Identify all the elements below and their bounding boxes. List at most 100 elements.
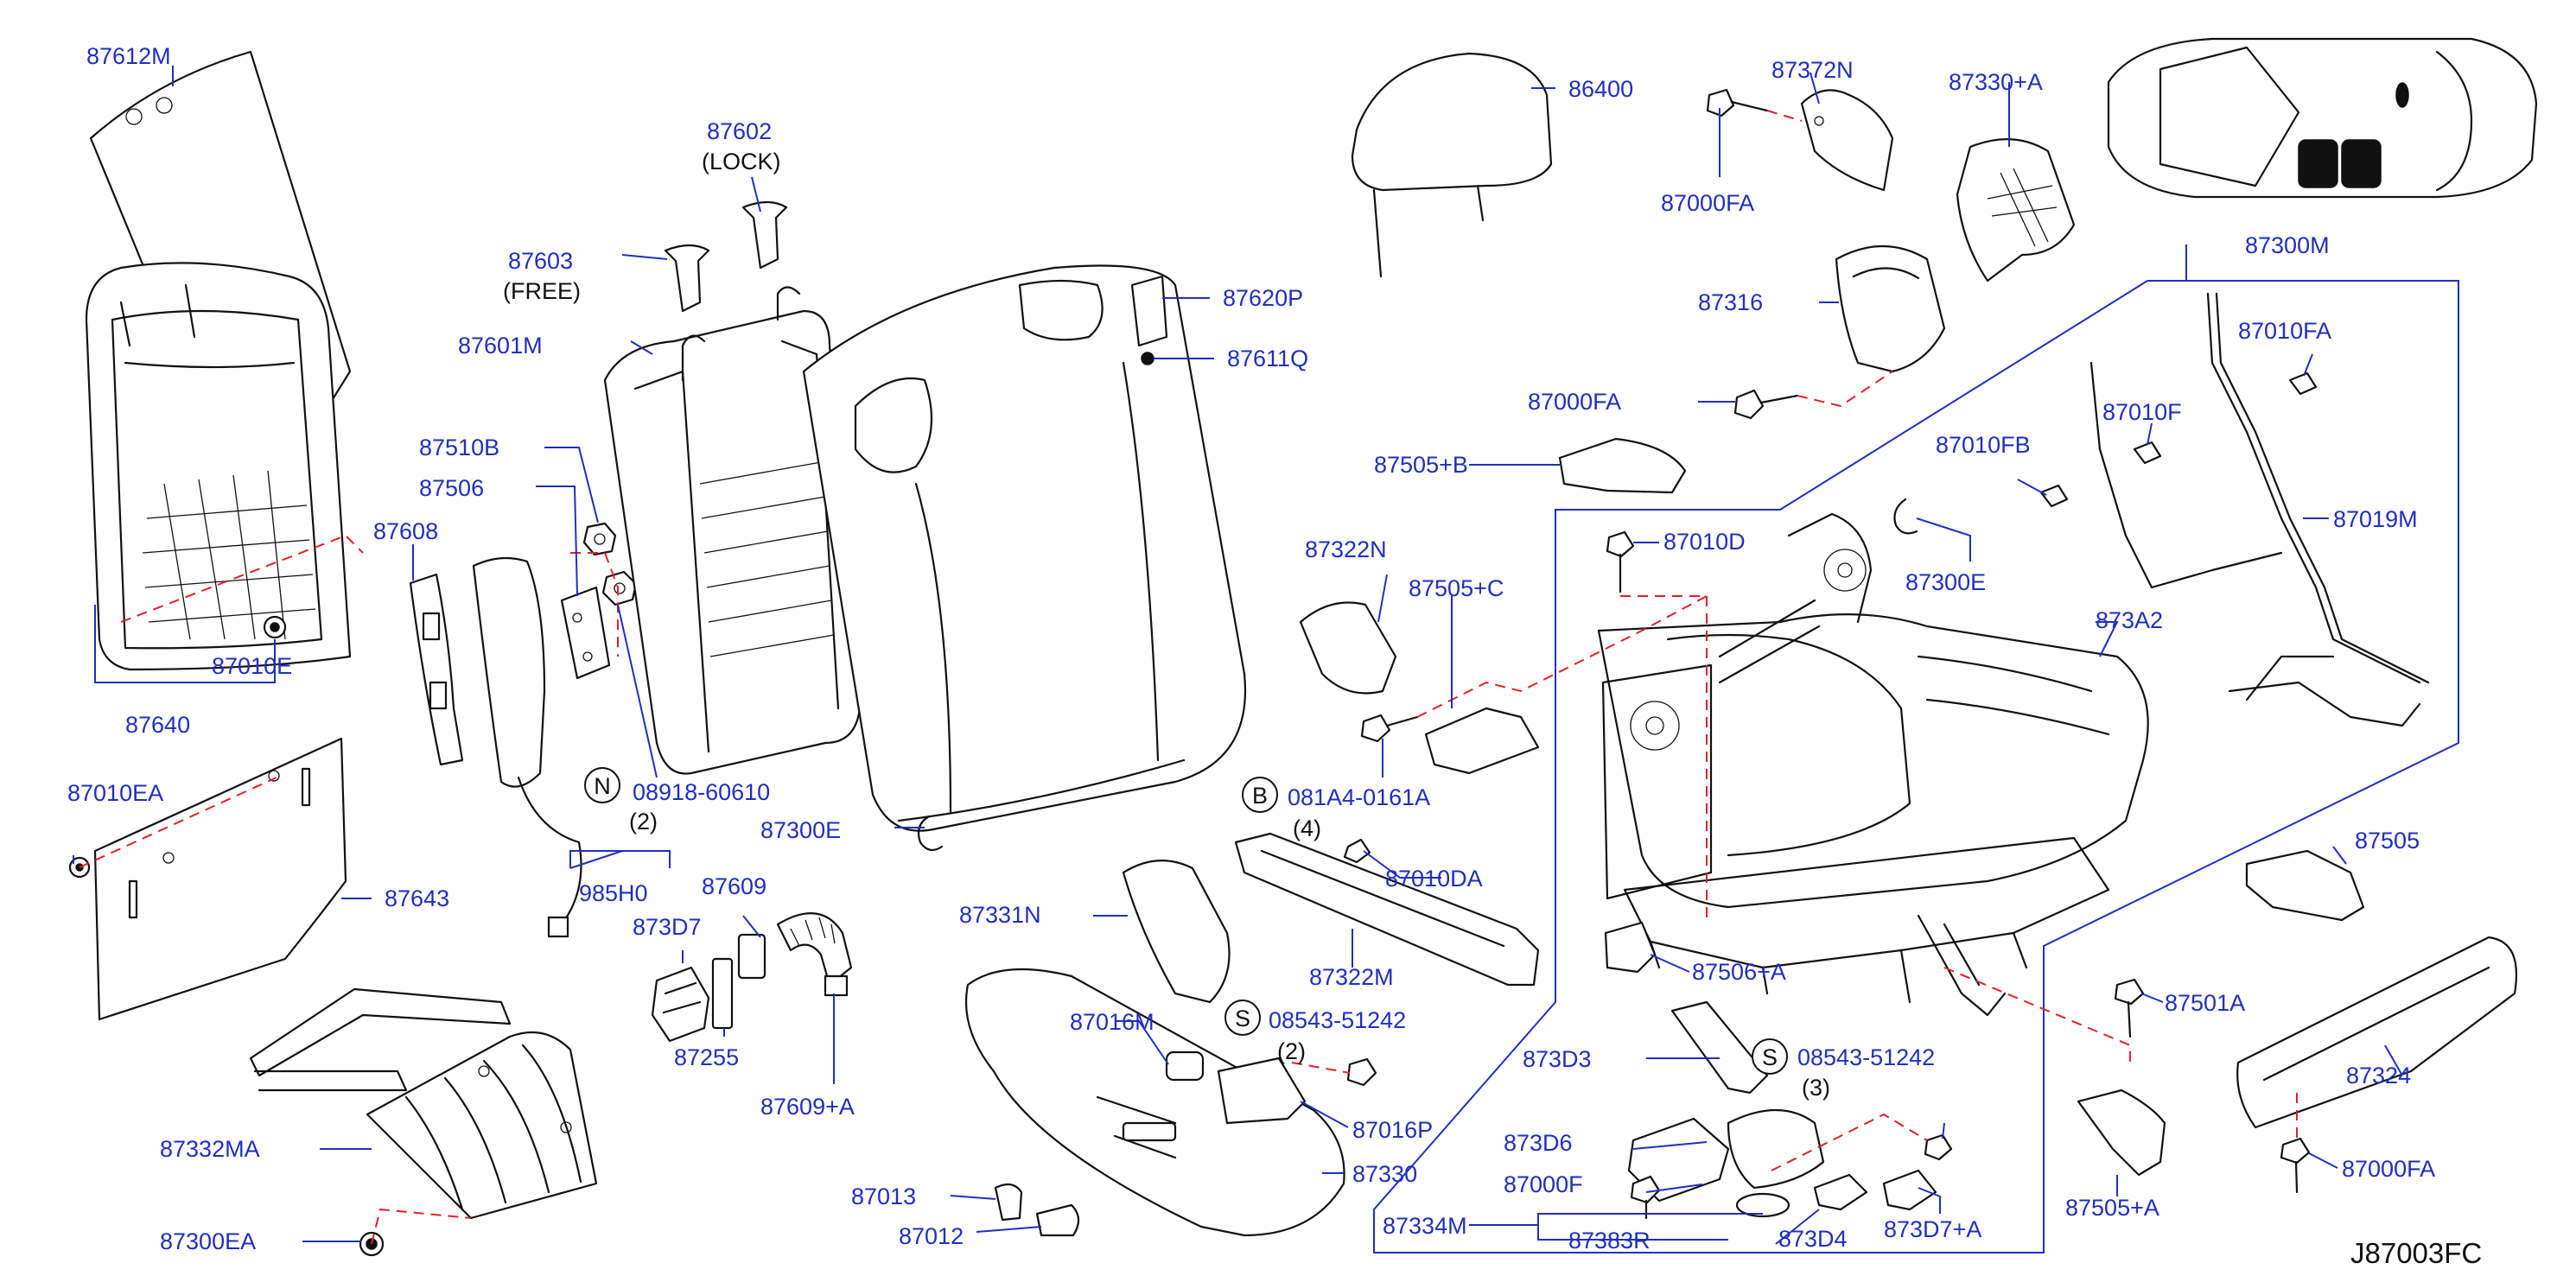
part-87322N-cover bbox=[1299, 601, 1397, 695]
label-87601M: 87601M bbox=[458, 333, 543, 359]
badge-s-2: S bbox=[1752, 1038, 1788, 1075]
part-87016P-switch bbox=[1217, 1057, 1307, 1125]
badge-b: B bbox=[1242, 777, 1278, 813]
part-87332MA-lower-board bbox=[366, 1031, 598, 1220]
label-08918: 08918-60610 bbox=[633, 779, 770, 805]
part-87506A-bracket bbox=[1604, 921, 1657, 974]
part-87383R-motor bbox=[1727, 1109, 1825, 1218]
label-87016P: 87016P bbox=[1352, 1117, 1433, 1143]
label-87300E-left: 87300E bbox=[760, 817, 841, 843]
part-87609A-harness bbox=[776, 912, 853, 997]
label-873A2: 873A2 bbox=[2096, 607, 2163, 633]
label-b-qty: (4) bbox=[1293, 816, 1321, 841]
part-87322M-rail-cover bbox=[1234, 832, 1540, 987]
part-seat-back-trim-cover bbox=[802, 264, 1247, 832]
label-873D6: 873D6 bbox=[1504, 1130, 1573, 1156]
part-08918-nut bbox=[601, 570, 638, 606]
label-87506: 87506 bbox=[419, 475, 484, 501]
badge-s-1: S bbox=[1224, 1000, 1261, 1036]
label-87603: 87603 bbox=[508, 248, 573, 274]
part-87010E-clip bbox=[263, 615, 287, 639]
label-873D7: 873D7 bbox=[633, 914, 702, 940]
label-87324: 87324 bbox=[2346, 1063, 2411, 1088]
label-87322N: 87322N bbox=[1305, 536, 1387, 562]
svg-text:N: N bbox=[594, 773, 611, 799]
vehicle-location-thumbnail bbox=[2107, 37, 2538, 199]
label-87505C: 87505+C bbox=[1409, 575, 1504, 601]
label-08543-b: 08543-51242 bbox=[1797, 1044, 1935, 1070]
label-87012: 87012 bbox=[899, 1223, 964, 1249]
part-87505B-cover bbox=[1558, 437, 1687, 494]
part-08543-bolt-a bbox=[1346, 1057, 1377, 1087]
svg-text:B: B bbox=[1252, 783, 1268, 809]
part-873D7A-connector bbox=[1882, 1169, 1937, 1211]
label-87331N: 87331N bbox=[959, 902, 1041, 928]
label-87501A: 87501A bbox=[2165, 990, 2245, 1016]
label-s-qty-2: (2) bbox=[1277, 1038, 1306, 1064]
label-08543-a: 08543-51242 bbox=[1269, 1007, 1406, 1033]
part-87255-connector bbox=[711, 957, 734, 1030]
badge-n: N bbox=[584, 767, 620, 803]
label-87505: 87505 bbox=[2355, 828, 2420, 854]
label-873D7A: 873D7+A bbox=[1884, 1216, 1981, 1242]
label-87510B: 87510B bbox=[419, 435, 499, 460]
part-labels: 87612M 87640 87010E 87010EA 87643 87332M… bbox=[67, 43, 2435, 1254]
part-87505A-cover bbox=[2077, 1088, 2166, 1177]
label-87010EA: 87010EA bbox=[67, 780, 163, 806]
label-87609A: 87609+A bbox=[760, 1094, 855, 1120]
label-s-qty-3: (3) bbox=[1802, 1075, 1830, 1101]
part-87013-cap bbox=[994, 1183, 1023, 1222]
part-87505-cover bbox=[2245, 849, 2365, 922]
part-87010F-clip bbox=[2133, 441, 2162, 465]
part-87324-rail-cover bbox=[2236, 936, 2518, 1129]
diagram-code: J87003FC bbox=[2350, 1237, 2482, 1269]
part-87300E-clip-right bbox=[1893, 498, 1918, 535]
part-87331N-cover bbox=[1122, 860, 1231, 1004]
part-873D3-connector bbox=[1670, 1000, 1769, 1095]
part-87640-back-frame bbox=[85, 262, 352, 671]
label-87316: 87316 bbox=[1698, 289, 1763, 315]
part-87620P-tag bbox=[1130, 275, 1168, 347]
label-87010DA: 87010DA bbox=[1385, 866, 1483, 892]
part-86400-headrest bbox=[1351, 52, 1553, 278]
part-87300M-seat-cushion-frame bbox=[1597, 512, 2149, 1017]
label-87255: 87255 bbox=[674, 1044, 739, 1070]
part-87609-connector bbox=[737, 933, 766, 980]
frame-87300M-outline bbox=[1373, 280, 2459, 1253]
label-873D4: 873D4 bbox=[1778, 1226, 1848, 1252]
part-87501A-bolt bbox=[2114, 978, 2145, 1038]
label-lock: (LOCK) bbox=[702, 149, 781, 175]
label-873D3: 873D3 bbox=[1523, 1046, 1592, 1072]
label-87505A: 87505+A bbox=[2065, 1195, 2159, 1221]
label-87322M: 87322M bbox=[1309, 964, 1394, 990]
label-free: (FREE) bbox=[503, 278, 581, 304]
part-87010FB-clip bbox=[2039, 484, 2069, 508]
label-87000F: 87000F bbox=[1504, 1171, 1583, 1197]
label-985H0: 985H0 bbox=[579, 880, 648, 906]
part-87510B-nut bbox=[582, 522, 617, 556]
part-87608-side-bracket bbox=[409, 573, 464, 766]
label-87300M: 87300M bbox=[2245, 232, 2330, 258]
part-873D4-connector bbox=[1813, 1173, 1868, 1211]
label-87612M: 87612M bbox=[86, 43, 171, 69]
part-985H0-side-airbag bbox=[472, 556, 582, 938]
label-87602: 87602 bbox=[707, 118, 772, 144]
label-87383R: 87383R bbox=[1568, 1228, 1651, 1253]
part-87010FA-clip bbox=[2288, 371, 2318, 396]
part-87611Q-clip bbox=[1141, 352, 1154, 365]
part-87602-lock-guide bbox=[741, 200, 788, 270]
part-87372N-cover bbox=[1800, 89, 1894, 192]
label-081A4: 081A4-0161A bbox=[1288, 784, 1430, 810]
part-87506-bracket bbox=[560, 586, 611, 680]
label-87506A: 87506+A bbox=[1692, 959, 1786, 985]
label-87608: 87608 bbox=[373, 518, 438, 544]
label-87010D: 87010D bbox=[1663, 529, 1746, 555]
label-87016M: 87016M bbox=[1070, 1009, 1154, 1035]
part-87300E-clip-left bbox=[917, 815, 944, 852]
part-081A4-bolt bbox=[1360, 714, 1419, 743]
label-87000FA-bottom: 87000FA bbox=[2342, 1156, 2435, 1182]
part-87019M-harness bbox=[2089, 292, 2430, 727]
label-87019M: 87019M bbox=[2333, 506, 2418, 532]
label-87643: 87643 bbox=[385, 885, 449, 911]
